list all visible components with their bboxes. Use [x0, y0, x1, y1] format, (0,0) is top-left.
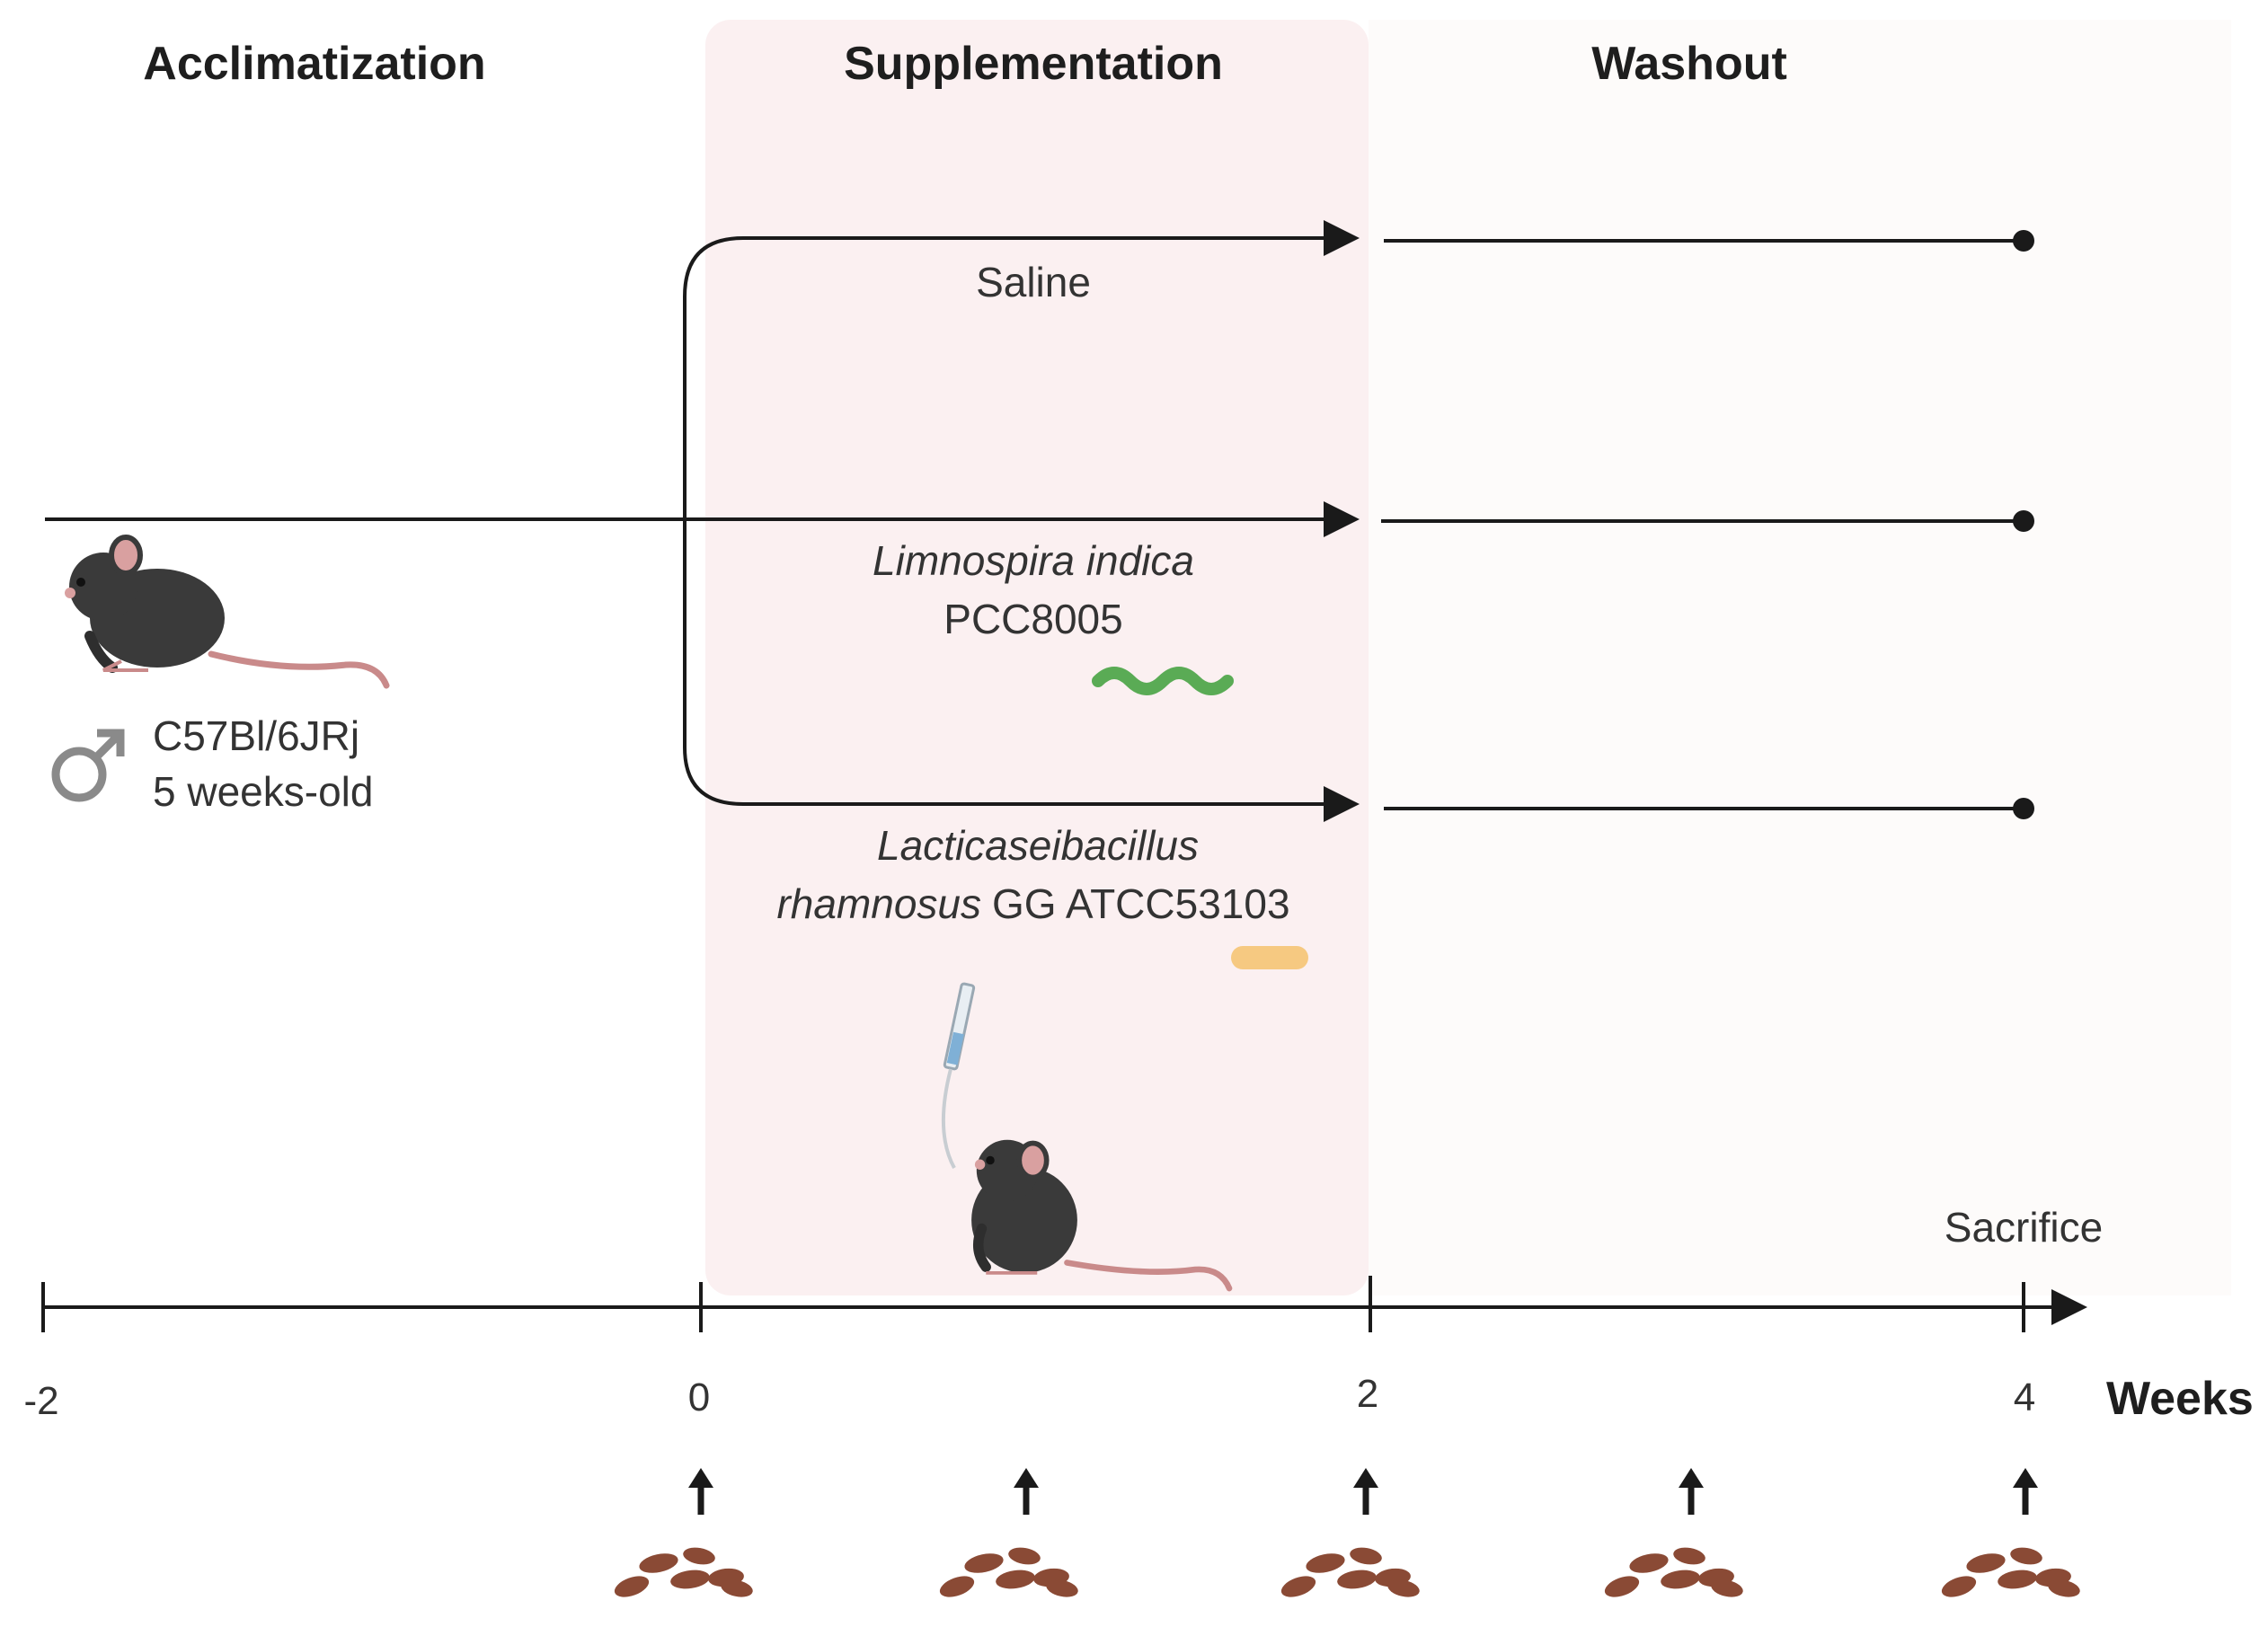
mouse-icon	[65, 537, 386, 685]
phase-title-acclimatization: Acclimatization	[143, 38, 485, 90]
sampling-arrow-icon	[1679, 1468, 1704, 1515]
group-label-lacticaseibacillus-strain: GG ATCC53103	[992, 880, 1290, 927]
spirulina-icon	[1092, 667, 1234, 695]
feces-icon	[611, 1545, 755, 1602]
male-symbol-icon	[51, 729, 125, 802]
lacticaseibacillus-endpoint-dot	[2013, 798, 2034, 819]
washout-phase-background	[1369, 20, 2231, 1295]
feces-icon	[1278, 1545, 1422, 1602]
sampling-arrow-icon	[1353, 1468, 1378, 1515]
tick-label-minus2: -2	[23, 1379, 58, 1423]
group-label-lacticaseibacillus-species: rhamnosus	[776, 880, 981, 927]
group-label-saline: Saline	[976, 259, 1091, 305]
gavaged-mouse-icon	[971, 1139, 1233, 1292]
sampling-arrow-icon	[2013, 1468, 2038, 1515]
subject-strain: C57Bl/6JRj	[153, 712, 359, 759]
tick-label-4: 4	[2014, 1375, 2035, 1419]
phase-title-supplementation: Supplementation	[844, 38, 1223, 90]
group-label-limnospira-species: Limnospira indica	[873, 537, 1194, 584]
gavage-syringe-icon	[941, 982, 976, 1169]
timeline-endpoint-label: Sacrifice	[1945, 1204, 2103, 1251]
feces-icon	[1601, 1545, 1745, 1602]
tick-label-2: 2	[1357, 1372, 1378, 1416]
group-label-lacticaseibacillus-genus: Lacticaseibacillus	[877, 822, 1199, 869]
group-label-limnospira-strain: PCC8005	[944, 596, 1122, 642]
tick-label-0: 0	[688, 1375, 710, 1419]
phase-title-washout: Washout	[1591, 38, 1787, 90]
supplementation-phase-background	[705, 20, 1369, 1295]
lacticaseibacillus-branch-arrow	[683, 519, 1360, 822]
sampling-arrow-icon	[1014, 1468, 1039, 1515]
subject-age: 5 weeks-old	[153, 768, 373, 815]
timeline-unit-label: Weeks	[2106, 1373, 2254, 1425]
feces-icon	[936, 1545, 1080, 1602]
limnospira-endpoint-dot	[2013, 510, 2034, 532]
feces-icon	[1938, 1545, 2082, 1602]
lactobacillus-icon	[1231, 946, 1308, 969]
saline-branch-arrow	[683, 220, 1360, 519]
sampling-arrow-icon	[688, 1468, 713, 1515]
saline-endpoint-dot	[2013, 230, 2034, 252]
